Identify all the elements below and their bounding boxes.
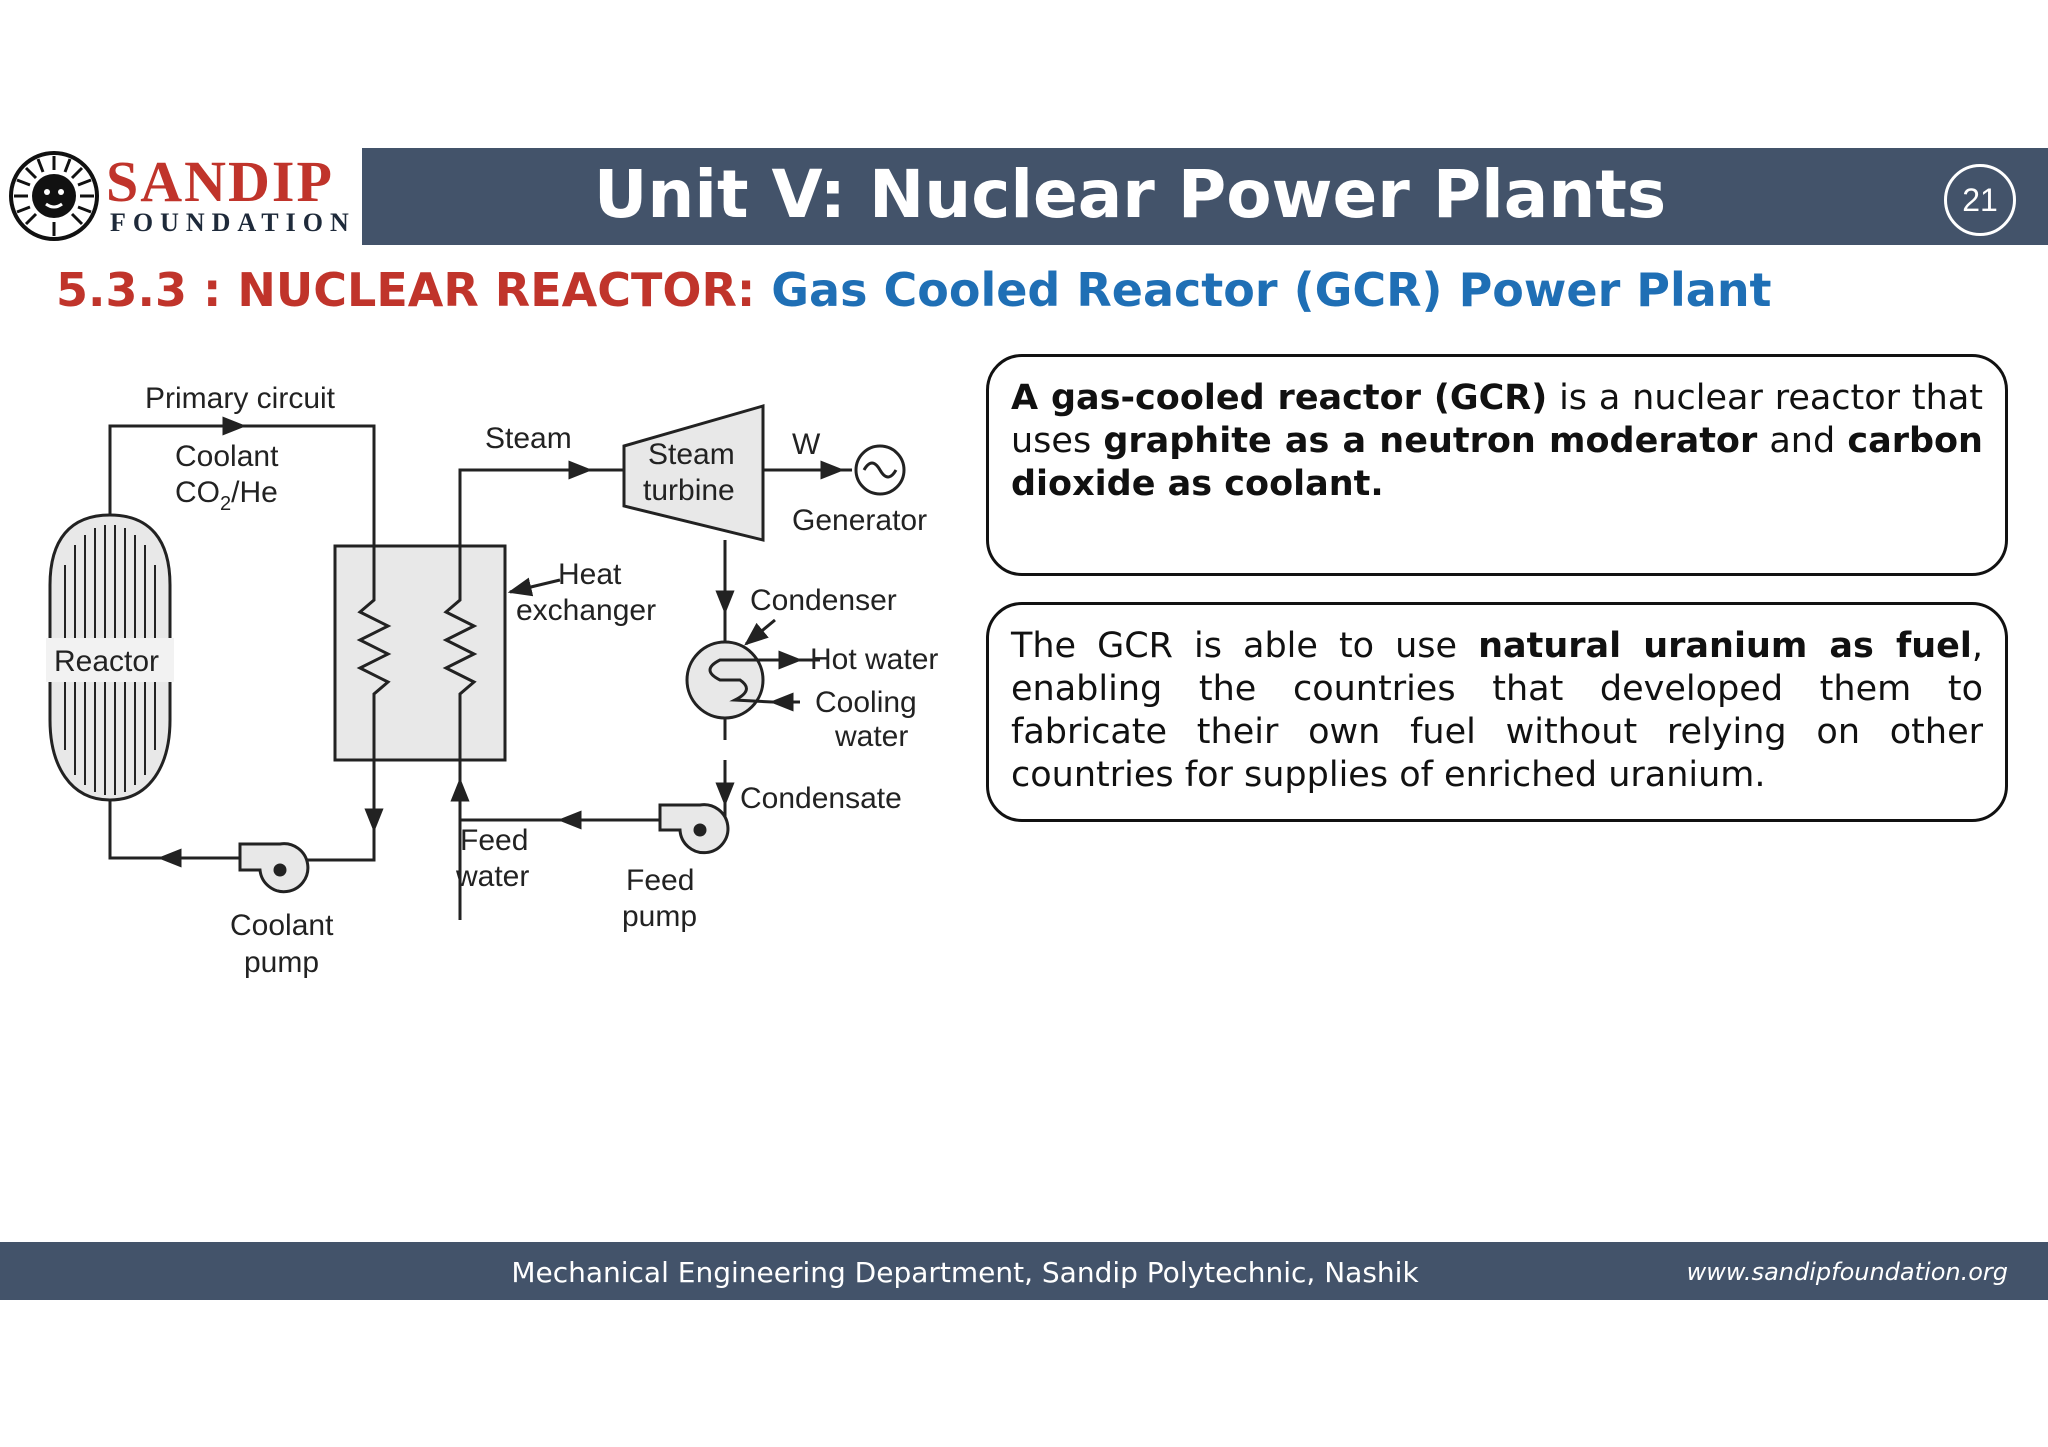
label-cooling-water-2: water xyxy=(834,720,908,753)
logo-name: SANDIP xyxy=(106,149,334,214)
section-number: 5.3.3 : NUCLEAR REACTOR: xyxy=(56,263,772,317)
section-heading: 5.3.3 : NUCLEAR REACTOR: Gas Cooled Reac… xyxy=(56,258,1772,322)
steam-turbine xyxy=(622,404,765,542)
label-steam-turbine-1: Steam xyxy=(648,438,735,471)
primary-circuit-line xyxy=(108,424,376,862)
label-reactor: Reactor xyxy=(54,645,159,678)
page-title: Unit V: Nuclear Power Plants xyxy=(593,156,1667,233)
label-primary-circuit: Primary circuit xyxy=(145,382,336,415)
reactor-vessel xyxy=(46,513,174,802)
info-box-definition: A gas-cooled reactor (GCR) is a nuclear … xyxy=(986,354,2008,576)
label-heat-exchanger-1: Heat xyxy=(558,558,622,591)
label-generator: Generator xyxy=(792,504,927,537)
label-coolant-gas: CO2/He xyxy=(175,476,278,515)
generator-icon xyxy=(854,444,906,496)
footer-bar xyxy=(0,1242,2048,1300)
feed-pump-icon xyxy=(658,803,730,855)
logo-subtitle: FOUNDATION xyxy=(110,208,356,237)
condenser-icon xyxy=(685,640,773,720)
heat-exchanger xyxy=(333,544,507,762)
gcr-plant-diagram: Primary circuit Coolant CO2/He Reactor S… xyxy=(46,382,938,979)
label-feed-pump-2: pump xyxy=(622,900,697,933)
label-cooling-water-1: Cooling xyxy=(815,686,917,719)
section-title: Gas Cooled Reactor (GCR) Power Plant xyxy=(771,263,1772,317)
label-coolant-pump-2: pump xyxy=(244,946,319,979)
label-condensate: Condensate xyxy=(740,782,902,815)
label-condenser: Condenser xyxy=(750,584,897,617)
label-coolant: Coolant xyxy=(175,440,279,473)
label-feed-water-1: Feed xyxy=(460,824,528,857)
label-feed-pump-1: Feed xyxy=(626,864,694,897)
label-steam-turbine-2: turbine xyxy=(643,474,735,507)
info-box-fuel: The GCR is able to use natural uranium a… xyxy=(986,602,2008,822)
label-heat-exchanger-2: exchanger xyxy=(516,594,656,627)
label-steam: Steam xyxy=(485,422,572,455)
coolant-pump-icon xyxy=(238,842,310,894)
footer-department: Mechanical Engineering Department, Sandi… xyxy=(511,1256,1419,1289)
label-feed-water-2: water xyxy=(455,860,529,893)
lion-emblem-icon xyxy=(9,151,99,241)
footer-url[interactable]: www.sandipfoundation.org xyxy=(1686,1258,2008,1286)
label-coolant-pump-1: Coolant xyxy=(230,909,334,942)
label-hot-water: Hot water xyxy=(810,643,938,676)
label-work: W xyxy=(792,428,821,461)
page-number: 21 xyxy=(1944,164,2016,236)
